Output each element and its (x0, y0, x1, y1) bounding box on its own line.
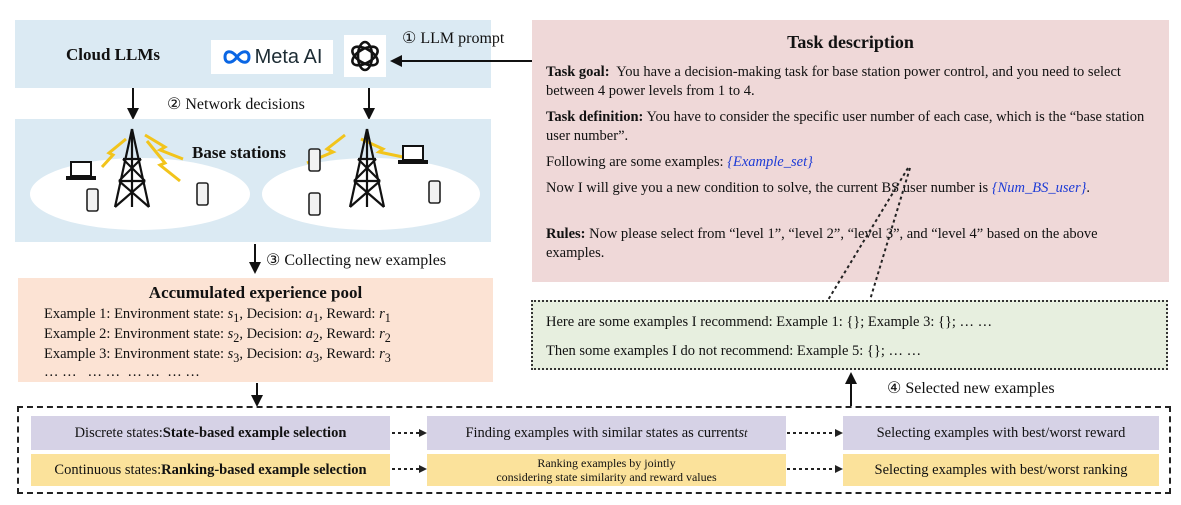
phone-icons (86, 148, 441, 216)
meta-ai-logo: Meta AI (211, 40, 333, 74)
llm-prompt-arrow (390, 55, 535, 67)
task-description-panel: Task description Task goal: You have a d… (532, 20, 1169, 282)
collect-arrow (249, 244, 261, 274)
meta-ai-text: Meta AI (254, 45, 323, 68)
ranking-step: Ranking examples by jointly considering … (427, 454, 786, 486)
down-arrow-left (127, 88, 139, 120)
recommend-line: Here are some examples I recommend: Exam… (546, 314, 993, 330)
flow-arrows (392, 429, 843, 473)
best-worst-ranking-step: Selecting examples with best/worst ranki… (843, 454, 1159, 486)
task-goal: Task goal: You have a decision-making ta… (546, 64, 1121, 99)
meta-infinity-icon (223, 50, 251, 64)
cell-ellipse-right (262, 158, 480, 230)
best-worst-reward-step: Selecting examples with best/worst rewar… (843, 416, 1159, 450)
cloud-llms-title: Cloud LLMs (66, 45, 160, 64)
task-rules: Rules: Now please select from “level 1”,… (546, 226, 1098, 261)
pool-example-3: Example 3: Environment state: s3, Decisi… (44, 346, 391, 365)
llm-prompt-label: ① LLM prompt (402, 30, 505, 47)
laptop-icon-right (398, 145, 428, 164)
pool-example-1: Example 1: Environment state: s1, Decisi… (44, 306, 391, 325)
task-condition: Now I will give you a new condition to s… (546, 180, 1091, 196)
openai-icon (344, 35, 386, 77)
callout-lines (827, 167, 911, 301)
ranking-based-selection: Continuous states: Ranking-based example… (31, 454, 390, 486)
tower-icon-left (113, 128, 151, 208)
example-selection-frame (17, 406, 1171, 494)
task-description-title: Task description (787, 32, 914, 52)
similar-states-step: Finding examples with similar states as … (427, 416, 786, 450)
selected-examples-label: ④ Selected new examples (887, 380, 1055, 397)
tower-icon-right (348, 128, 386, 208)
base-stations-title: Base stations (192, 143, 286, 162)
collecting-examples-label: ③ Collecting new examples (266, 252, 447, 269)
laptop-icon-left (66, 161, 96, 180)
base-station-graphics (66, 128, 441, 216)
down-arrow-right (363, 88, 375, 120)
network-decisions-label: ② Network decisions (167, 96, 305, 113)
selected-examples-arrow (845, 372, 857, 406)
task-definition: Task definition: You have to consider th… (546, 109, 1145, 144)
experience-pool-panel: Accumulated experience pool Example 1: E… (18, 278, 493, 382)
pool-to-selection-arrow (251, 383, 263, 407)
pool-ellipsis: … … … … … … … … (44, 364, 200, 380)
state-based-selection: Discrete states: State-based example sel… (31, 416, 390, 450)
recommendation-panel: Here are some examples I recommend: Exam… (531, 300, 1168, 370)
task-examples: Following are some examples: {Example_se… (546, 154, 813, 170)
not-recommend-line: Then some examples I do not recommend: E… (546, 343, 922, 359)
experience-pool-title: Accumulated experience pool (148, 283, 363, 302)
pool-example-2: Example 2: Environment state: s2, Decisi… (44, 326, 391, 345)
